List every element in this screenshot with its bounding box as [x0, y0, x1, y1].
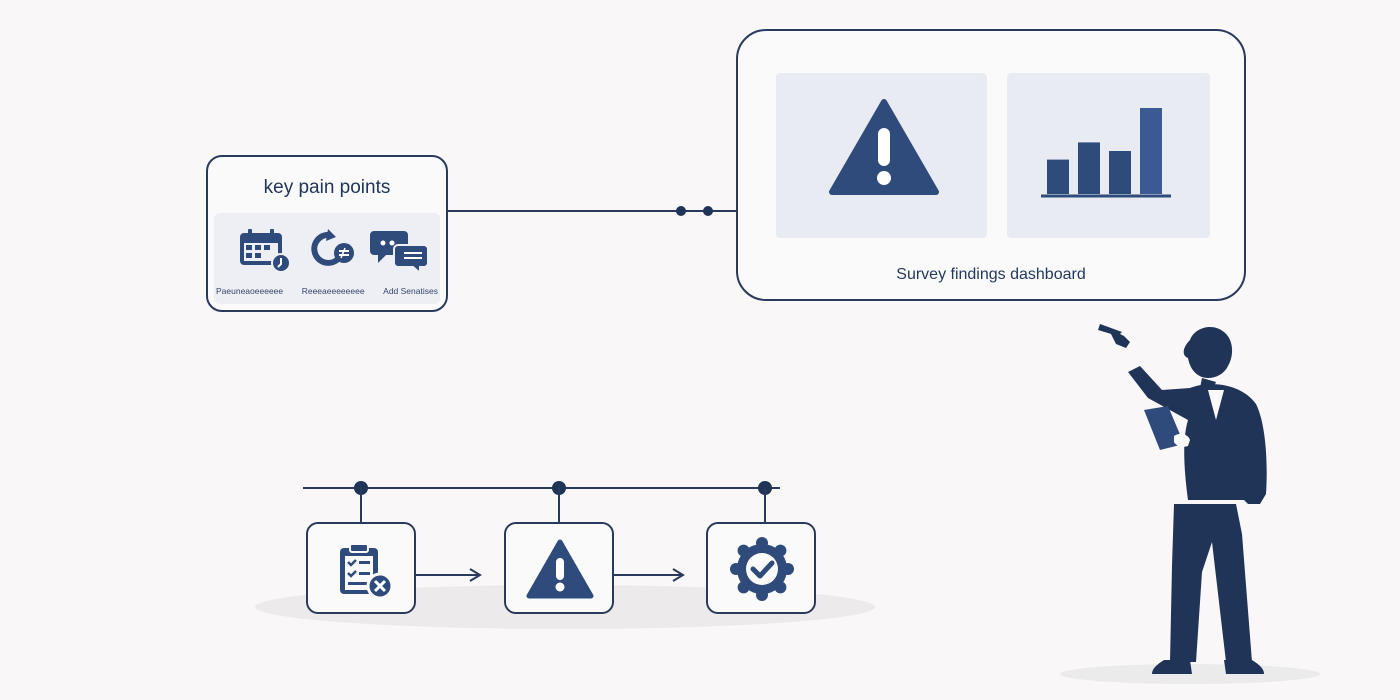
pain-label-1: Paeuneaoeeeeee: [216, 286, 284, 296]
chart-bar: [1109, 151, 1131, 194]
chart-bar: [1078, 142, 1100, 194]
warning-icon: [526, 539, 594, 599]
bar-chart-icon: [1041, 108, 1171, 198]
chat-bubbles-icon: [370, 227, 432, 273]
cycle-icon: [308, 227, 360, 273]
warning-icon: [829, 99, 939, 195]
chart-bar: [1140, 108, 1162, 194]
pain-points-title: key pain points: [263, 177, 391, 198]
chart-bar: [1047, 159, 1069, 194]
presenter-figure: [1098, 324, 1267, 674]
survey-dashboard-card: Survey findings dashboard: [736, 29, 1246, 301]
calendar-icon: [236, 227, 294, 273]
warning-panel: [776, 73, 987, 238]
pain-points-card: key pain points: [206, 155, 448, 312]
pain-label-2: Reeeaeeeeeeee: [301, 286, 365, 296]
pain-label-3: Add Senatises: [383, 286, 438, 296]
chart-panel: [1007, 73, 1210, 238]
dashboard-caption: Survey findings dashboard: [896, 266, 1086, 283]
step-approved: [706, 522, 816, 614]
pain-points-labels: Paeuneaoeeeeee Reeeaeeeeeeee Add Senatis…: [216, 286, 438, 296]
badge-check-icon: [730, 537, 794, 601]
step-warning: [504, 522, 614, 614]
step-checklist: [306, 522, 416, 614]
checklist-icon: [340, 543, 394, 600]
